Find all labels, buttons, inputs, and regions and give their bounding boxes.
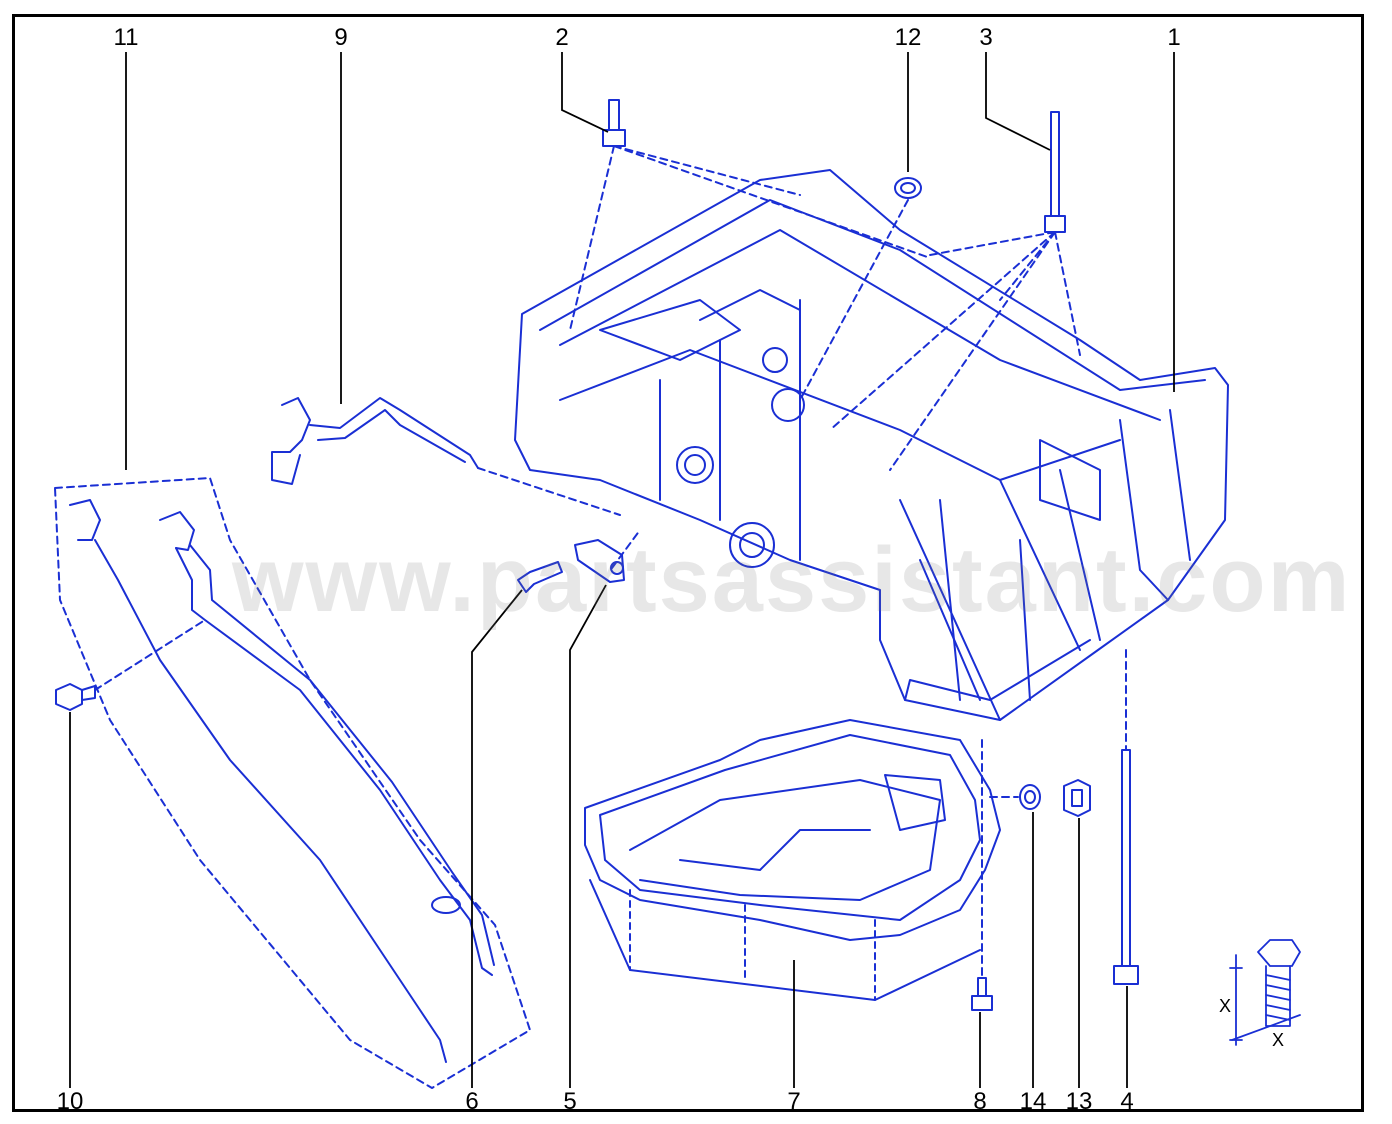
callout-10-bolt: 10 — [56, 1088, 84, 1115]
bolt-dimension-label-vertical: X — [1218, 996, 1232, 1016]
callout-6-bolt: 6 — [465, 1088, 479, 1115]
callout-7-oil-pan: 7 — [787, 1088, 801, 1115]
callout-14-washer: 14 — [1019, 1088, 1047, 1115]
oil-pan-part — [584, 719, 1001, 1001]
long-bolt-part-4 — [1113, 749, 1139, 985]
bolt-dimension-icon — [1229, 939, 1301, 1046]
callout-5-sensor: 5 — [563, 1088, 577, 1115]
long-bolt-part-3 — [1044, 111, 1066, 233]
washer-part-14 — [1019, 784, 1041, 810]
drain-plug-part-13 — [1063, 779, 1091, 817]
leader-lines — [69, 52, 1175, 1088]
oil-sump-upper-part — [514, 169, 1229, 721]
bolt-part-6 — [517, 561, 563, 593]
bolt-part-8 — [971, 977, 993, 1011]
assembly-guide-lines — [54, 145, 1127, 1089]
callout-3-long-bolt: 3 — [979, 24, 993, 51]
watermark-text: www.partsassistant.com — [232, 529, 1352, 631]
sensor-wire-part-9 — [271, 397, 479, 485]
callout-1-oil-sump-upper: 1 — [1167, 24, 1181, 51]
callout-9-sensor-wire: 9 — [334, 24, 348, 51]
diagram-frame — [12, 14, 1364, 1112]
callout-13-drain-plug: 13 — [1065, 1088, 1093, 1115]
dipstick-part-11 — [69, 499, 495, 1063]
bolt-part-10 — [55, 683, 96, 711]
callout-8-bolt: 8 — [973, 1088, 987, 1115]
callout-2-bolt: 2 — [555, 24, 569, 51]
bolt-part-2 — [602, 99, 626, 147]
seal-ring-part-12 — [894, 177, 922, 199]
callout-12-seal-ring: 12 — [894, 24, 922, 51]
bolt-dimension-label-diagonal: X — [1271, 1030, 1285, 1050]
callout-4-long-bolt: 4 — [1120, 1088, 1134, 1115]
callout-11-dipstick-assembly: 11 — [113, 24, 139, 51]
